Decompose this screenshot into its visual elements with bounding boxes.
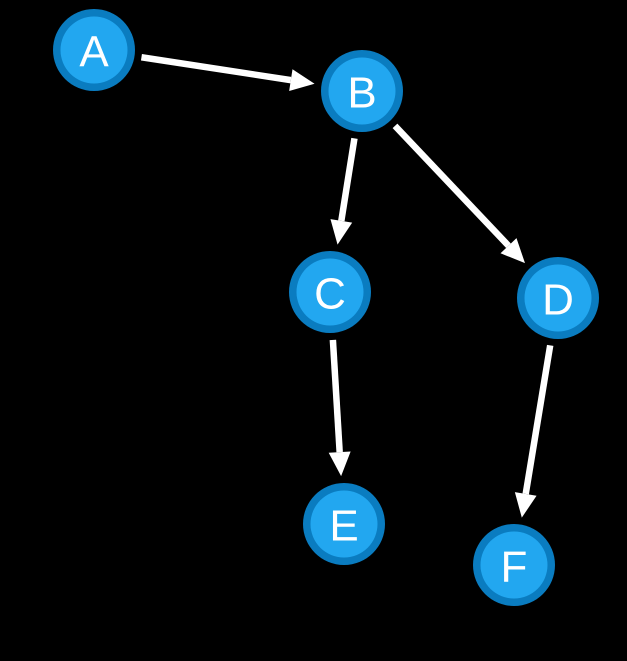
node-body xyxy=(296,258,364,326)
node-body xyxy=(328,57,396,125)
edge-line xyxy=(522,344,554,495)
edge-arrowhead-icon xyxy=(514,492,537,518)
edge-arrowhead-icon xyxy=(500,238,525,264)
node-body xyxy=(524,264,592,332)
edge-line xyxy=(140,54,292,84)
graph-node-B[interactable]: B xyxy=(321,50,403,132)
graph-edge-B-C xyxy=(330,137,358,245)
node-body xyxy=(310,490,378,558)
edge-arrowhead-icon xyxy=(289,69,315,91)
edge-arrowhead-icon xyxy=(328,451,351,477)
graph-edge-B-D xyxy=(392,123,525,264)
edge-line xyxy=(329,339,343,453)
graph-node-D[interactable]: D xyxy=(517,257,599,339)
graph-node-E[interactable]: E xyxy=(303,483,385,565)
graph-node-A[interactable]: A xyxy=(53,9,135,91)
graph-node-F[interactable]: F xyxy=(473,524,555,606)
node-body xyxy=(60,16,128,84)
graph-node-C[interactable]: C xyxy=(289,251,371,333)
graph-edge-A-B xyxy=(140,54,315,91)
edge-line xyxy=(392,123,511,248)
graph-edge-C-E xyxy=(328,339,351,477)
edge-line xyxy=(338,137,358,222)
node-body xyxy=(480,531,548,599)
edge-arrowhead-icon xyxy=(330,219,353,245)
graph-edge-D-F xyxy=(514,344,554,518)
